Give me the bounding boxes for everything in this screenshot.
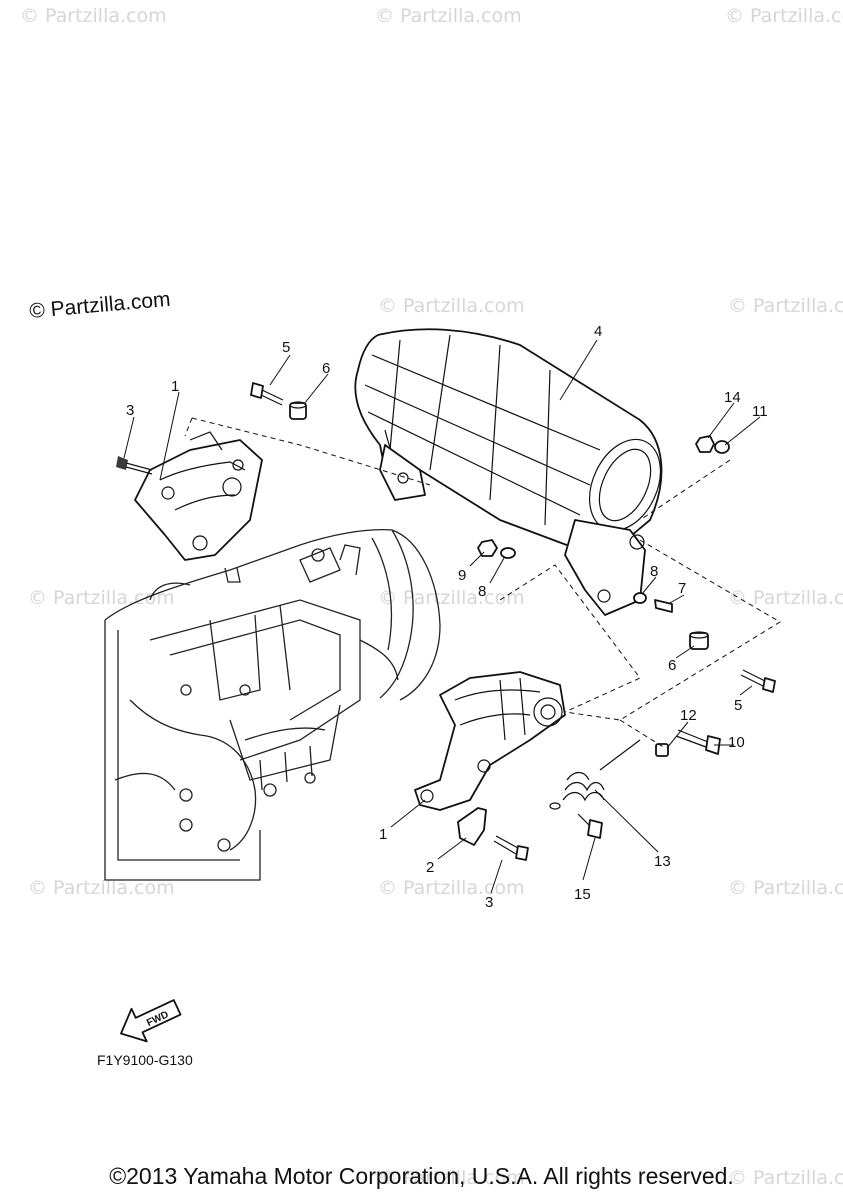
callout-numbers: 1 3 5 6 4 14 11 9 8 8 7 6 5 12 10 1 2 3 … bbox=[126, 323, 768, 911]
watermark: © Partzilla.com bbox=[378, 877, 525, 899]
callout-2: 2 bbox=[426, 859, 434, 876]
jet-pump-housing bbox=[104, 529, 441, 881]
bracket-part-1-upper bbox=[134, 431, 263, 561]
bracket-part-1-lower bbox=[414, 671, 566, 811]
collar-part-12 bbox=[655, 743, 669, 757]
watermark: © Partzilla.com bbox=[378, 587, 525, 609]
watermark: © Partzilla.com bbox=[28, 587, 175, 609]
callout-7: 7 bbox=[678, 580, 686, 597]
nut-part-14 bbox=[695, 435, 715, 453]
bolt-part-15 bbox=[577, 813, 603, 839]
bolt-part-3-lower bbox=[493, 835, 529, 861]
callout-14: 14 bbox=[724, 389, 741, 406]
callout-5: 5 bbox=[734, 697, 742, 714]
leader-lines bbox=[123, 339, 761, 894]
bolt-part-5-lower bbox=[740, 669, 776, 693]
washer-part-11 bbox=[714, 440, 730, 454]
callout-6: 6 bbox=[322, 360, 330, 377]
partzilla-watermark: © Partzilla.com bbox=[28, 288, 171, 323]
bolt-part-3-upper bbox=[116, 456, 153, 475]
washer-part-8-lower bbox=[633, 592, 647, 604]
collar-part-6-upper bbox=[289, 401, 307, 420]
watermark: © Partzilla.com bbox=[728, 587, 843, 609]
plate-part-2 bbox=[457, 807, 487, 846]
collar-part-6-lower bbox=[689, 631, 709, 650]
callout-13: 13 bbox=[654, 853, 671, 870]
nut-part-9 bbox=[477, 539, 498, 557]
copyright-text: ©2013 Yamaha Motor Corporation, U.S.A. A… bbox=[109, 1163, 734, 1189]
callout-15: 15 bbox=[574, 886, 591, 903]
callout-10: 10 bbox=[728, 734, 745, 751]
callout-12: 12 bbox=[680, 707, 697, 724]
watermark: © Partzilla.com bbox=[378, 1167, 525, 1189]
watermark: © Partzilla.com bbox=[725, 5, 843, 27]
callout-8: 8 bbox=[478, 583, 486, 600]
nut-part-7 bbox=[654, 599, 673, 613]
callout-6: 6 bbox=[668, 657, 676, 674]
watermark: © Partzilla.com bbox=[375, 5, 522, 27]
assembly-lines bbox=[184, 417, 781, 749]
fwd-arrow: FWD bbox=[120, 999, 182, 1043]
intake-grate-part-4 bbox=[354, 328, 663, 616]
watermark: © Partzilla.com bbox=[728, 1167, 843, 1189]
callout-1: 1 bbox=[171, 378, 179, 395]
watermark: © Partzilla.com bbox=[28, 877, 175, 899]
watermark: © Partzilla.com bbox=[378, 295, 525, 317]
callout-1: 1 bbox=[379, 826, 387, 843]
callout-9: 9 bbox=[458, 567, 466, 584]
spring-part-13 bbox=[549, 739, 641, 810]
bolt-part-5-upper bbox=[250, 382, 284, 406]
callout-8: 8 bbox=[650, 563, 658, 580]
callout-3: 3 bbox=[126, 402, 134, 419]
callout-11: 11 bbox=[752, 403, 768, 420]
callout-3: 3 bbox=[485, 894, 493, 911]
callout-5: 5 bbox=[282, 339, 290, 356]
callout-4: 4 bbox=[594, 323, 602, 340]
watermark: © Partzilla.com bbox=[20, 5, 167, 27]
watermark: © Partzilla.com bbox=[728, 295, 843, 317]
bolt-part-10 bbox=[675, 729, 721, 755]
figure-code: F1Y9100-G130 bbox=[97, 1052, 193, 1068]
background-watermarks: © Partzilla.com © Partzilla.com © Partzi… bbox=[20, 5, 843, 1189]
watermark: © Partzilla.com bbox=[728, 877, 843, 899]
washer-part-8-upper bbox=[500, 547, 516, 559]
